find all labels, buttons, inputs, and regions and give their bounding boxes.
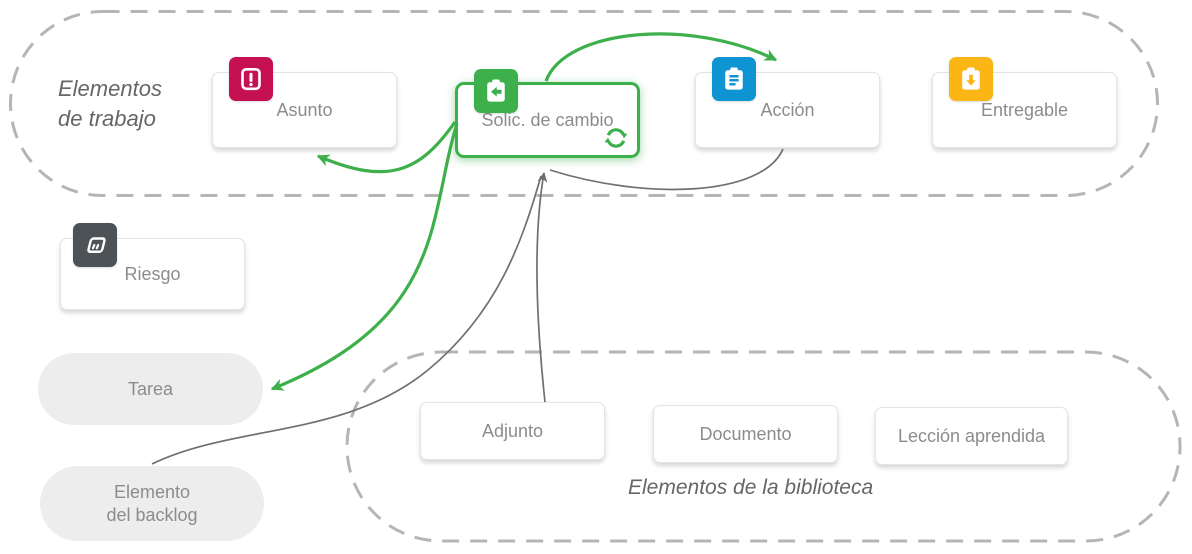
- node-asunto-label: Asunto: [276, 99, 333, 120]
- issue-icon: [229, 57, 273, 101]
- library-items-group-label: Elementos de la biblioteca: [628, 476, 874, 499]
- node-adjunto[interactable]: Adjunto: [420, 402, 605, 460]
- node-adjunto-label: Adjunto: [481, 420, 544, 441]
- edge-solic-to-tarea: [270, 123, 459, 391]
- node-accion[interactable]: Acción: [695, 57, 880, 148]
- risk-icon: [73, 223, 117, 267]
- node-entregable[interactable]: Entregable: [932, 57, 1117, 148]
- edge-adjunto-to-solic: [536, 172, 548, 403]
- node-leccion-aprendida[interactable]: Lección aprendida: [875, 407, 1068, 465]
- node-tarea[interactable]: Tarea: [38, 353, 263, 425]
- work-items-group-label: Elementos de trabajo: [58, 74, 162, 133]
- work-items-group-label-line1: Elementos: [58, 76, 162, 101]
- node-documento-label: Documento: [699, 423, 792, 444]
- deliverable-icon: [949, 57, 993, 101]
- node-leccion-aprendida-label: Lección aprendida: [897, 425, 1046, 446]
- node-accion-label: Acción: [760, 99, 815, 120]
- sync-icon: [602, 124, 630, 152]
- node-elemento-del-backlog-label: Elemento del backlog: [106, 482, 198, 525]
- node-asunto[interactable]: Asunto: [212, 57, 397, 148]
- node-solic-de-cambio[interactable]: Solic. de cambio: [455, 69, 640, 158]
- action-icon: [712, 57, 756, 101]
- node-documento[interactable]: Documento: [653, 405, 838, 463]
- change-request-icon: [474, 69, 518, 113]
- node-entregable-label: Entregable: [980, 99, 1069, 120]
- node-riesgo[interactable]: Riesgo: [60, 223, 245, 310]
- node-elemento-del-backlog[interactable]: Elemento del backlog: [40, 466, 264, 541]
- work-items-group-label-line2: de trabajo: [58, 105, 156, 131]
- node-tarea-label: Tarea: [127, 378, 174, 399]
- node-riesgo-label: Riesgo: [124, 263, 181, 284]
